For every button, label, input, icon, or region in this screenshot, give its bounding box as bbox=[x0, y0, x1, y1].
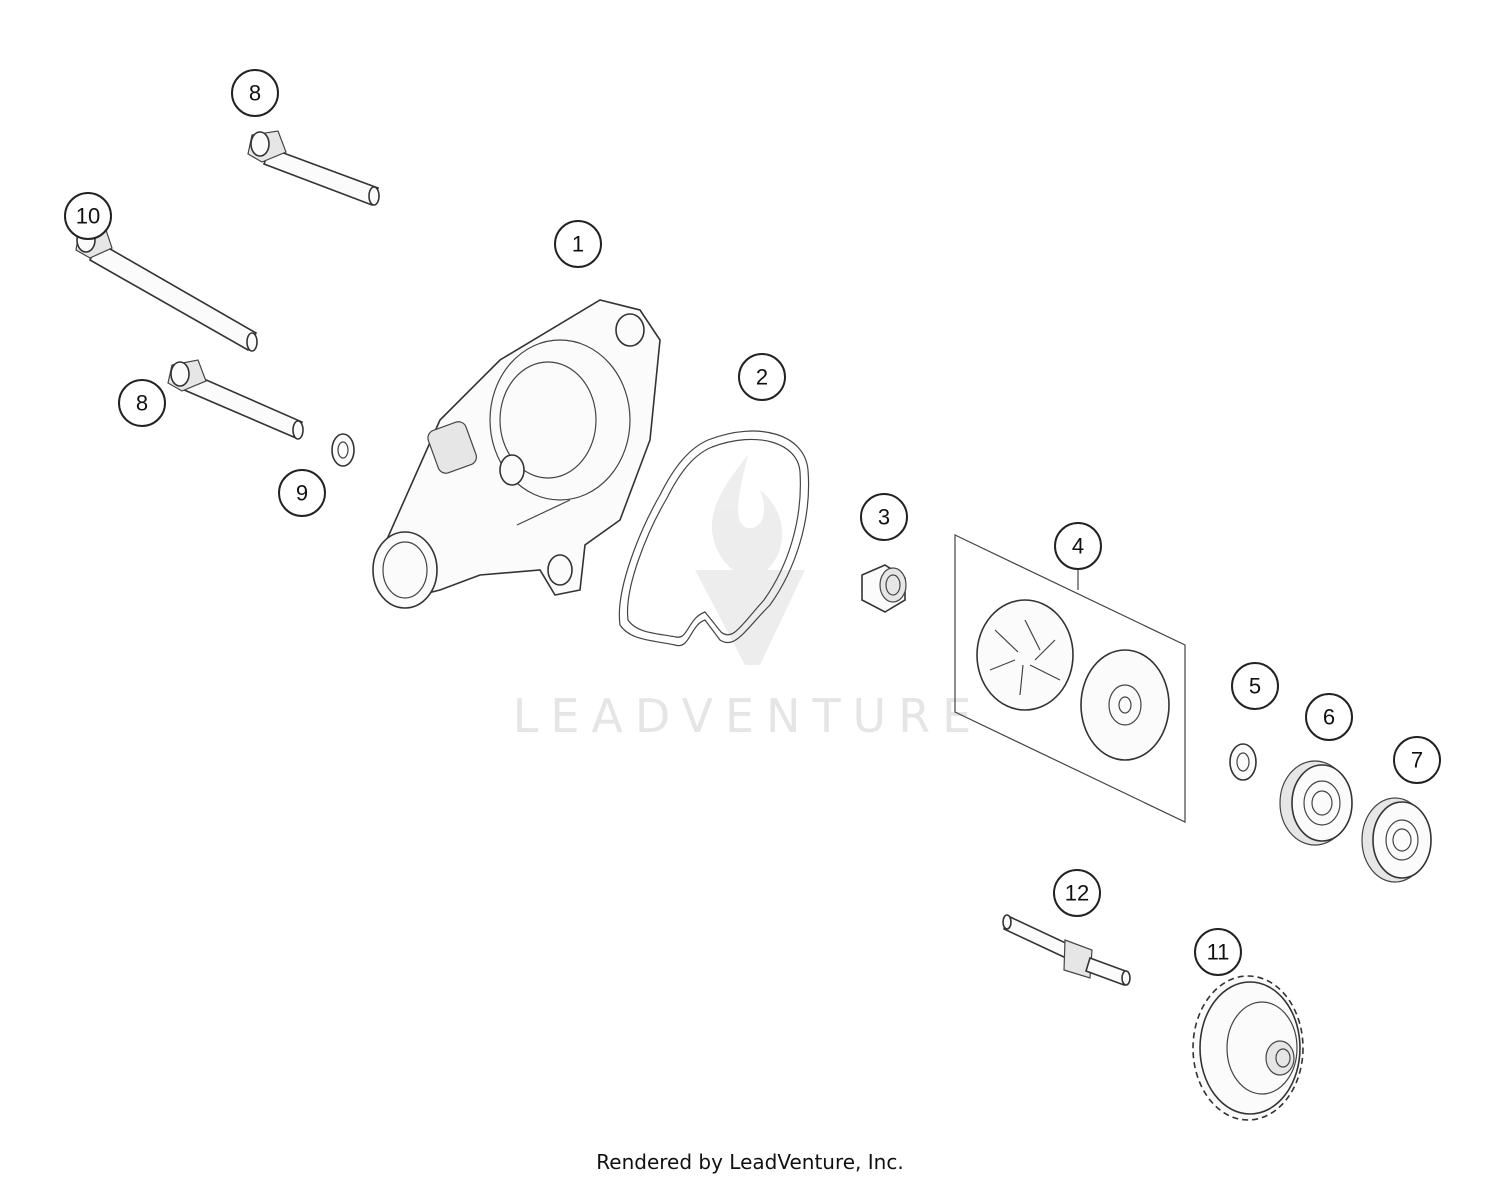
svg-text:8: 8 bbox=[136, 391, 148, 416]
svg-text:12: 12 bbox=[1065, 881, 1089, 906]
callout-8a: 8 bbox=[231, 69, 279, 117]
impeller-kit-4 bbox=[954, 534, 1186, 823]
callout-7: 7 bbox=[1393, 736, 1441, 784]
bearing-7 bbox=[1361, 797, 1432, 883]
callout-8b: 8 bbox=[118, 379, 166, 427]
svg-text:9: 9 bbox=[296, 481, 308, 506]
svg-text:11: 11 bbox=[1207, 940, 1230, 965]
svg-text:10: 10 bbox=[76, 204, 100, 229]
callout-5: 5 bbox=[1231, 662, 1279, 710]
callout-10: 10 bbox=[64, 192, 112, 240]
svg-text:1: 1 bbox=[572, 232, 584, 257]
gasket-2 bbox=[618, 430, 810, 647]
bearing-6 bbox=[1279, 760, 1353, 846]
washer-9 bbox=[331, 433, 355, 467]
pump-cover-1 bbox=[372, 299, 661, 609]
svg-text:4: 4 bbox=[1072, 534, 1084, 559]
svg-text:7: 7 bbox=[1411, 748, 1423, 773]
callout-3: 3 bbox=[860, 493, 908, 541]
callout-2: 2 bbox=[738, 353, 786, 401]
gear-11 bbox=[1192, 975, 1304, 1121]
watermark-text: LEADVENTURE bbox=[513, 689, 984, 743]
bolt-8-upper bbox=[247, 130, 380, 207]
svg-text:8: 8 bbox=[249, 81, 261, 106]
callout-6: 6 bbox=[1305, 693, 1353, 741]
svg-text:2: 2 bbox=[756, 365, 768, 390]
bolt-10 bbox=[75, 226, 258, 352]
callout-1: 1 bbox=[554, 220, 602, 268]
callout-12: 12 bbox=[1053, 869, 1101, 917]
svg-text:5: 5 bbox=[1249, 674, 1261, 699]
callout-9: 9 bbox=[278, 469, 326, 517]
svg-text:6: 6 bbox=[1323, 705, 1335, 730]
shaft-12 bbox=[1002, 914, 1131, 987]
callout-11: 11 bbox=[1194, 928, 1242, 976]
callout-4: 4 bbox=[1054, 522, 1102, 570]
seal-3 bbox=[861, 564, 907, 613]
footer-credit: Rendered by LeadVenture, Inc. bbox=[596, 1150, 904, 1174]
bolt-8-lower bbox=[167, 359, 304, 440]
svg-text:3: 3 bbox=[878, 505, 890, 530]
washer-5 bbox=[1229, 743, 1257, 781]
